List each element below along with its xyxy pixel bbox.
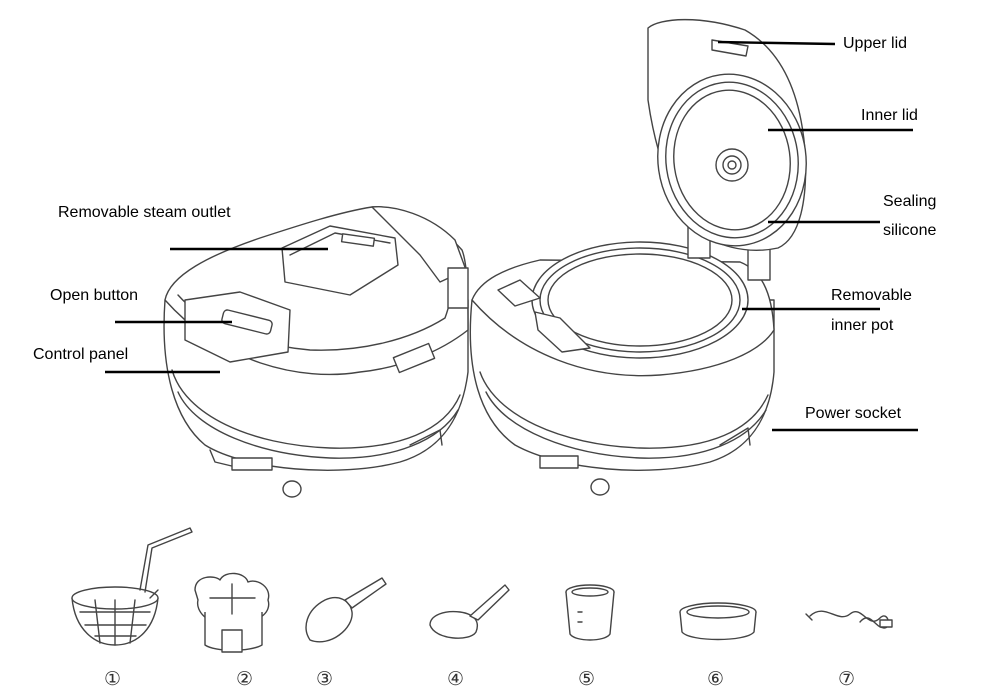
steamer-rack-icon	[194, 572, 270, 653]
rice-paddle-icon	[305, 577, 387, 643]
leader-lines	[105, 40, 918, 432]
label-removable-steam-outlet: Removable steam outlet	[58, 204, 231, 221]
accessory-number-6: ⑥	[707, 668, 725, 690]
frying-basket-icon	[71, 527, 193, 646]
accessory-number-5: ⑤	[578, 668, 596, 690]
label-removable-inner-pot-2: inner pot	[831, 317, 894, 334]
label-sealing-silicone-2: silicone	[883, 222, 937, 239]
measuring-cup-icon	[565, 584, 615, 641]
steam-tray-icon	[679, 602, 757, 641]
soup-ladle-icon	[429, 584, 510, 639]
label-control-panel: Control panel	[33, 346, 129, 363]
label-sealing-silicone-1: Sealing	[883, 193, 937, 210]
accessory-number-1: ①	[104, 668, 122, 690]
label-upper-lid: Upper lid	[843, 35, 908, 52]
closed-cooker	[163, 206, 469, 498]
power-cord-icon	[805, 610, 893, 629]
open-cooker	[469, 18, 807, 496]
label-power-socket: Power socket	[805, 405, 902, 422]
accessory-number-3: ③	[316, 668, 334, 690]
accessory-number-2: ②	[236, 668, 254, 690]
label-removable-inner-pot-1: Removable	[831, 287, 912, 304]
accessory-number-7: ⑦	[838, 668, 856, 690]
label-open-button: Open button	[50, 287, 139, 304]
label-inner-lid: Inner lid	[861, 107, 918, 124]
accessory-number-4: ④	[447, 668, 465, 690]
